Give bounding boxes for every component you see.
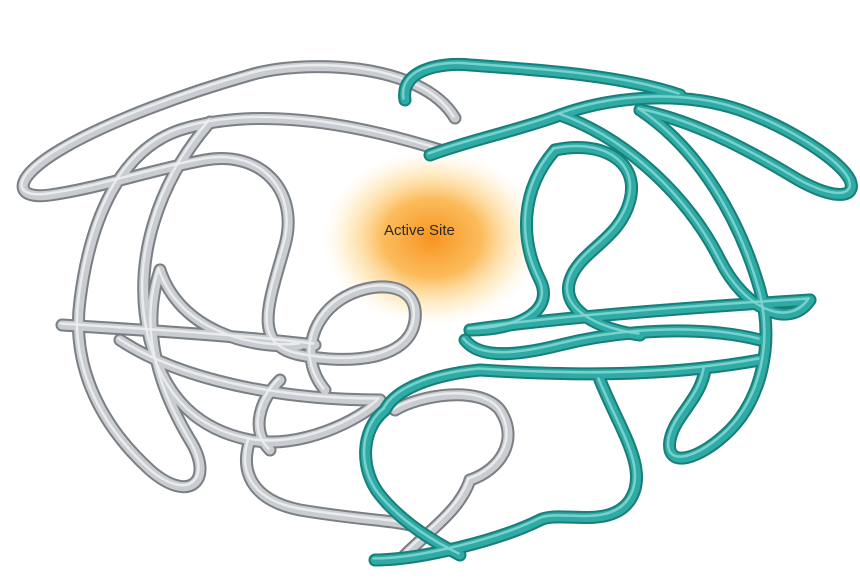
chain-b-strand-outline [366, 410, 460, 555]
active-site-label: Active Site [384, 222, 455, 239]
